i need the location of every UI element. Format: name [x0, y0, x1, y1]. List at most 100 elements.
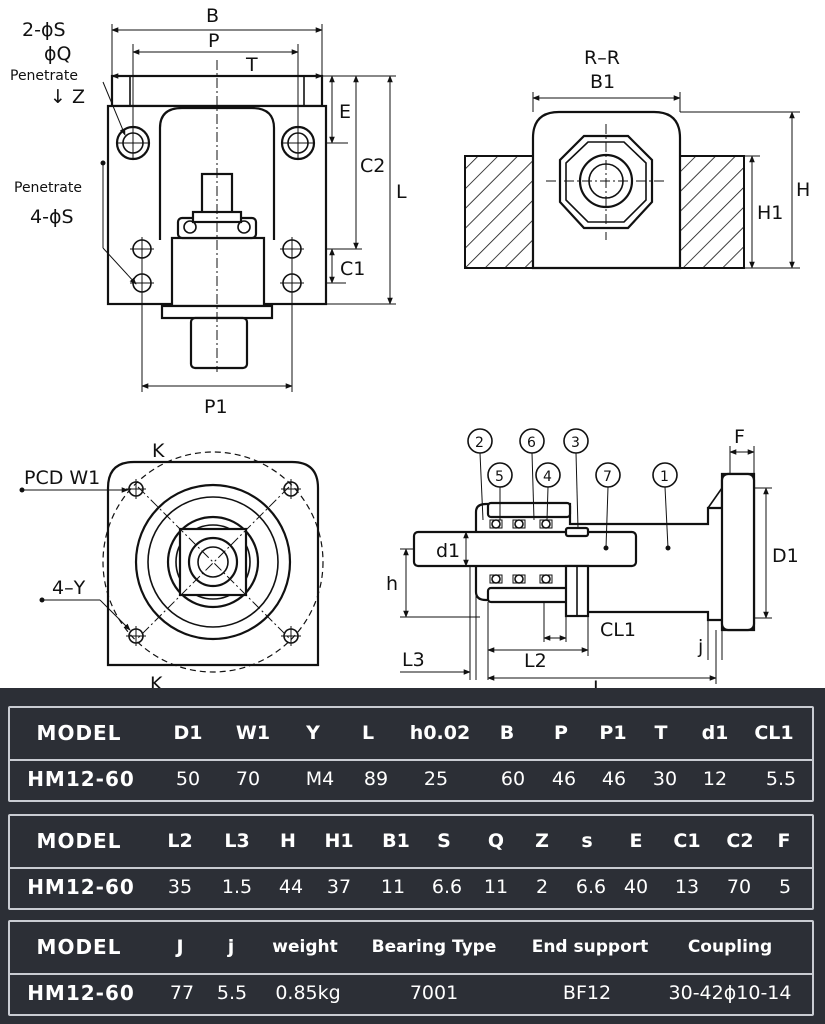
label-pcd-w1: PCD W1 [24, 467, 100, 489]
pcd-circle [102, 451, 324, 673]
mount-holes [126, 479, 301, 646]
header-cell: C1 [673, 830, 701, 853]
value-cell: 30 [652, 768, 678, 791]
header-cell: d1 [701, 722, 729, 745]
model-cell: HM12-60 [27, 767, 135, 792]
header-cell: Coupling [687, 937, 773, 958]
value-cell: M4 [305, 768, 335, 791]
hatch-right [675, 155, 745, 269]
label-h-small: h [386, 573, 398, 595]
header-cell: T [654, 722, 668, 745]
top-view: 2-ϕS ϕQ Penetrate ↓ Z Penetrate 4-ϕS B P… [10, 5, 407, 418]
value-cell: 37 [326, 876, 352, 899]
value-cell: 89 [363, 768, 389, 791]
value-cell: 30-42ϕ10-14 [668, 982, 792, 1005]
value-cell: 2 [535, 876, 549, 899]
through-holes [130, 237, 304, 295]
assembly-view: 2 6 3 5 4 7 1 F D1 d1 h CL1 j L2 L3 J [386, 426, 799, 688]
value-cell: 25 [423, 768, 449, 791]
value-cell: 46 [551, 768, 577, 791]
label-phi-q: ϕQ [44, 43, 72, 65]
value-cell: 40 [623, 876, 649, 899]
spec-tables: MODEL D1 W1 Y L h0.02 B P P1 T d1 CL1 HM… [0, 688, 825, 1024]
label-p1: P1 [204, 396, 228, 418]
label-d1-small: d1 [436, 540, 460, 562]
label-cl1: CL1 [600, 619, 636, 641]
label-l3: L3 [402, 649, 425, 671]
label-k-bottom: K [150, 673, 163, 688]
label-penetrate-left: Penetrate [14, 180, 82, 196]
header-cell: H1 [324, 830, 354, 853]
value-cell: 5.5 [765, 768, 797, 791]
header-cell: Q [487, 830, 505, 853]
value-cell: 60 [500, 768, 526, 791]
header-cell: MODEL [36, 829, 122, 854]
value-cell: 70 [235, 768, 261, 791]
value-cell: 7001 [409, 982, 459, 1005]
value-cell: 13 [674, 876, 700, 899]
label-d1-big: D1 [772, 545, 799, 567]
bubble-1: 1 [660, 469, 669, 485]
front-view: K K PCD W1 4–Y [19, 440, 324, 688]
bubble-5: 5 [495, 469, 504, 485]
header-cell: L3 [224, 830, 250, 853]
header-cell: L [361, 722, 375, 745]
value-cell: 77 [169, 982, 195, 1005]
spec-table-2: MODEL L2 L3 H H1 B1 S Q Z s E C1 C2 F HM… [8, 814, 814, 910]
value-cell: 35 [167, 876, 193, 899]
bubble-4: 4 [543, 469, 552, 485]
header-cell: C2 [726, 830, 754, 853]
value-cell: 50 [175, 768, 201, 791]
header-cell: j [227, 936, 235, 959]
label-h: H [796, 179, 810, 201]
table-row: HM12-60 50 70 M4 89 25 60 46 46 30 12 5.… [10, 759, 812, 800]
spec-table-3: MODEL J j weight Bearing Type End suppor… [8, 920, 814, 1016]
bubble-7: 7 [603, 469, 612, 485]
model-cell: HM12-60 [27, 981, 135, 1006]
value-cell: BF12 [562, 982, 612, 1005]
label-p: P [208, 30, 219, 52]
header-cell: B1 [382, 830, 410, 853]
label-4-phi-s: 4-ϕS [30, 206, 74, 228]
header-cell: J [176, 936, 184, 959]
value-cell: 1.5 [221, 876, 253, 899]
label-t: T [245, 54, 258, 76]
header-cell: End support [531, 937, 649, 958]
label-b1: B1 [590, 71, 615, 93]
label-z: ↓ Z [50, 86, 85, 108]
bubble-2: 2 [475, 435, 484, 451]
hatch-left [464, 155, 534, 269]
header-cell: D1 [173, 722, 203, 745]
label-f: F [734, 426, 745, 448]
label-2-phi-s: 2-ϕS [22, 19, 66, 41]
header-cell: P [554, 722, 568, 745]
value-cell: 5 [778, 876, 792, 899]
label-r-r: R–R [584, 47, 620, 69]
value-cell: 11 [483, 876, 509, 899]
header-cell: S [437, 830, 451, 853]
label-c1: C1 [340, 258, 365, 280]
bubble-3: 3 [571, 435, 580, 451]
value-cell: 44 [278, 876, 304, 899]
label-l2: L2 [524, 650, 547, 672]
counterbore-hole-right [280, 125, 316, 161]
header-cell: Bearing Type [371, 937, 497, 958]
bubble-6: 6 [527, 435, 536, 451]
table-header-row: MODEL J j weight Bearing Type End suppor… [10, 922, 812, 975]
header-cell: L2 [167, 830, 193, 853]
value-cell: 12 [702, 768, 728, 791]
technical-drawing: 2-ϕS ϕQ Penetrate ↓ Z Penetrate 4-ϕS B P… [10, 5, 810, 688]
value-cell: 46 [601, 768, 627, 791]
value-cell: 11 [380, 876, 406, 899]
label-b: B [206, 5, 219, 27]
header-cell: s [581, 830, 593, 853]
spec-table-1: MODEL D1 W1 Y L h0.02 B P P1 T d1 CL1 HM… [8, 706, 814, 802]
header-cell: Y [306, 722, 320, 745]
label-k-top: K [152, 440, 165, 462]
value-cell: 5.5 [216, 982, 248, 1005]
header-cell: P1 [599, 722, 627, 745]
label-e: E [339, 101, 351, 123]
header-cell: h0.02 [409, 722, 471, 745]
value-cell: 6.6 [431, 876, 463, 899]
table-row: HM12-60 77 5.5 0.85kg 7001 BF12 30-42ϕ10… [10, 973, 812, 1014]
